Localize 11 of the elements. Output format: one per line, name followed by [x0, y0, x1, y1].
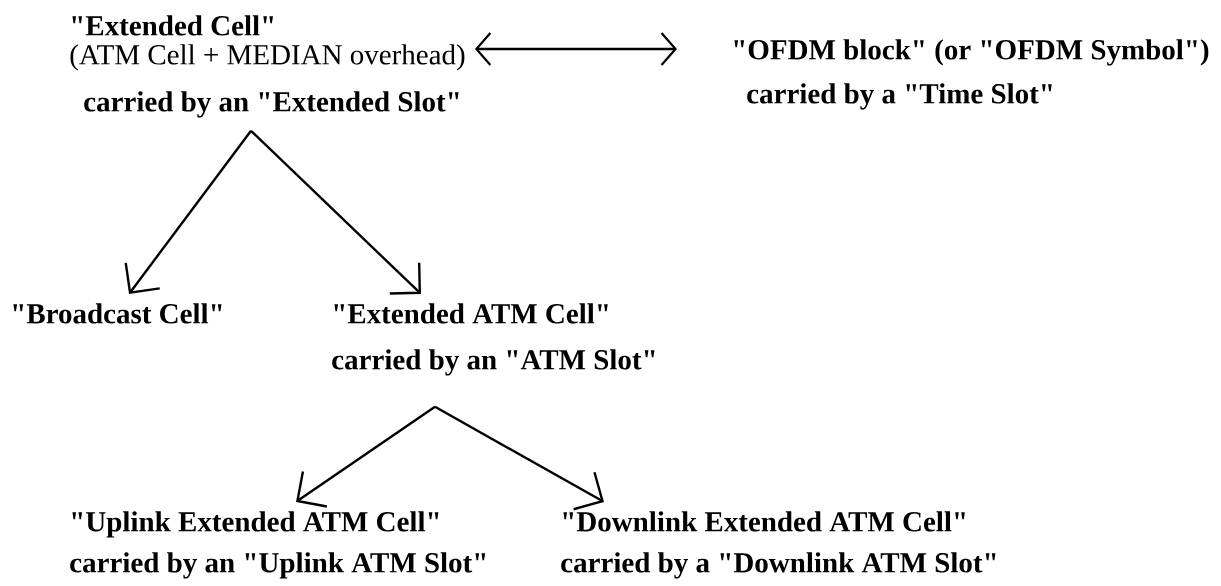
arrow [434, 405, 604, 511]
text-label: "Uplink Extended ATM Cell" carried by an "Uplink ATM Slot" [70, 511, 486, 579]
arrow [250, 129, 421, 295]
text-label: "Extended Cell" (ATM Cell + MEDIAN overhead) carried by an "Extended Slot" [70, 15, 465, 118]
text-label: "Downlink Extended ATM Cell" carried by a "Downlink ATM Slot" [561, 511, 996, 579]
text-label: "Extended ATM Cell" carried by an "ATM Slot" [332, 303, 655, 376]
text-label: "Broadcast Cell" [13, 303, 222, 324]
text-label: "OFDM block" (or "OFDM Symbol") carried by a "Time Slot" [734, 39, 1209, 110]
arrow [474, 32, 677, 66]
arrow [124, 130, 252, 294]
arrow [296, 405, 436, 508]
